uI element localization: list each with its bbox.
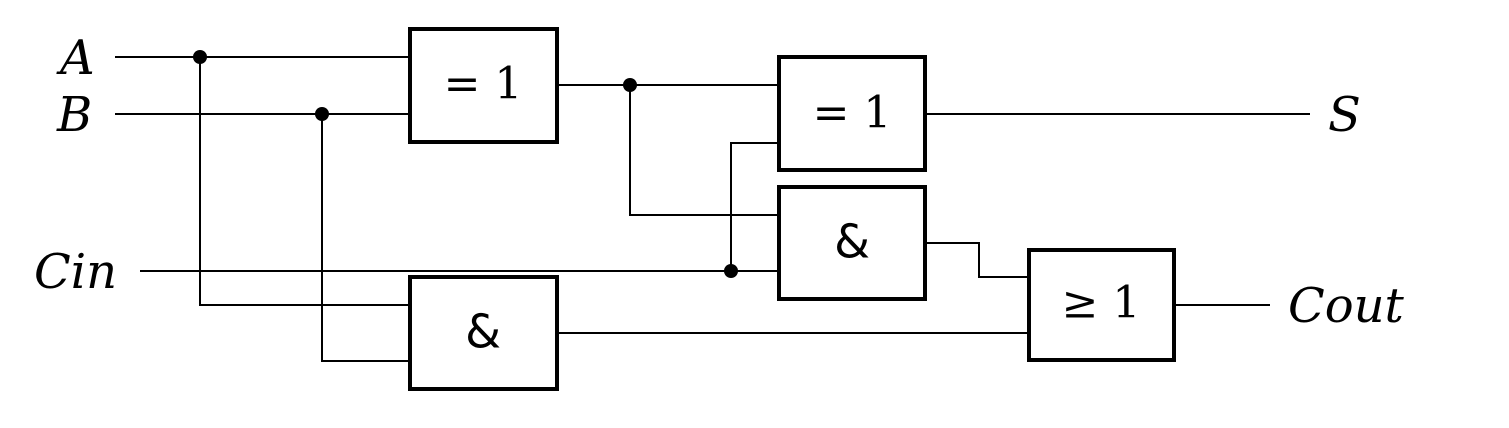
wire-a-branch: [199, 57, 410, 306]
gate-xor2: = 1: [777, 55, 927, 172]
gate-xor1: = 1: [408, 27, 559, 144]
gate-and2: &: [408, 275, 559, 391]
gate-and1-box: [777, 185, 927, 301]
wires: [115, 56, 1310, 362]
gate-and2-box: [408, 275, 559, 391]
label-s: S: [1328, 87, 1361, 143]
gate-and1: &: [777, 185, 927, 301]
junction-a: [193, 50, 207, 64]
gate-and1-label: &: [834, 215, 870, 269]
label-b: B: [56, 87, 92, 143]
gate-or-box: [1027, 248, 1176, 362]
gate-xor2-box: [777, 55, 927, 172]
label-cin: Cin: [34, 244, 117, 300]
label-a: A: [56, 30, 95, 86]
junction-cin: [724, 264, 738, 278]
wire-cin-branch: [730, 142, 779, 271]
wire-and1-out: [925, 242, 1029, 278]
gate-and2-label: &: [465, 305, 501, 359]
gate-or-label: ≥ 1: [1062, 278, 1141, 329]
junction-b: [315, 107, 329, 121]
junctions: [193, 50, 738, 278]
gate-or: ≥ 1: [1027, 248, 1176, 362]
label-cout: Cout: [1288, 278, 1405, 334]
wire-xor1-branch: [629, 85, 779, 216]
gate-xor2-label: = 1: [813, 88, 892, 139]
gate-xor1-label: = 1: [444, 59, 523, 110]
junction-xor1-out: [623, 78, 637, 92]
wire-b-branch: [321, 114, 410, 362]
gate-xor1-box: [408, 27, 559, 144]
